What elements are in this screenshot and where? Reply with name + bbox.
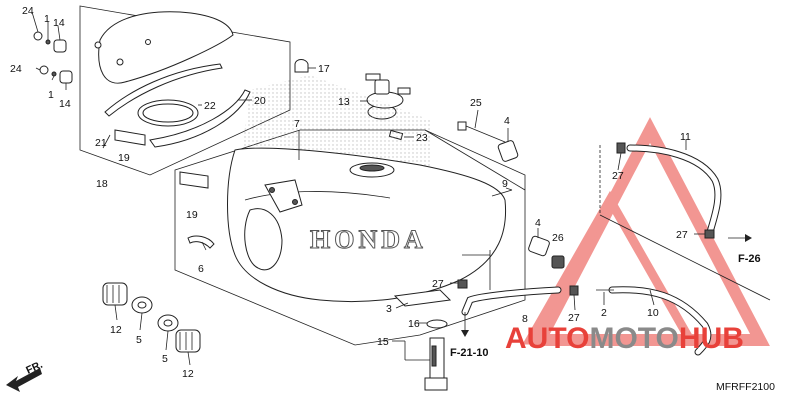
watermark-triangle — [522, 117, 770, 346]
label-27-d: 27 — [568, 312, 580, 324]
label-25: 25 — [470, 97, 482, 109]
gasket-ring-inner — [142, 103, 194, 123]
label-27-a: 27 — [612, 170, 624, 182]
label-1-upper: 1 — [44, 13, 50, 25]
pad-part-upper — [114, 129, 146, 146]
label-4-upper: 4 — [504, 115, 510, 127]
screw-set-lower — [39, 65, 73, 84]
watermark: AUTOMOTOHUB — [505, 322, 744, 355]
label-13: 13 — [338, 96, 350, 108]
ref-f26[interactable]: F-26 — [738, 253, 761, 265]
frame-guide-diagonal — [599, 214, 771, 301]
label-19-upper: 19 — [118, 152, 130, 164]
bracket-part — [491, 189, 513, 197]
label-18: 18 — [96, 178, 108, 190]
washer-left-hole — [137, 301, 147, 309]
label-14-upper: 14 — [53, 17, 65, 29]
label-2: 2 — [601, 307, 607, 319]
leader-lines — [31, 11, 745, 366]
f2110-arrow — [461, 330, 469, 337]
clip-part-c — [457, 279, 468, 289]
cover-group-box — [79, 5, 291, 176]
label-21: 21 — [95, 137, 107, 149]
label-8: 8 — [522, 313, 528, 325]
label-1-lower: 1 — [48, 89, 54, 101]
fuel-tank-part — [227, 75, 507, 303]
breather-hose-11 — [626, 144, 722, 236]
label-12-right: 12 — [182, 368, 194, 380]
label-15: 15 — [377, 336, 389, 348]
tank-box-diagonal — [424, 129, 526, 191]
label-27-b: 27 — [676, 229, 688, 241]
label-11: 11 — [680, 131, 691, 143]
label-3: 3 — [386, 303, 392, 315]
label-20: 20 — [254, 95, 266, 107]
label-17: 17 — [318, 63, 330, 75]
label-26: 26 — [552, 232, 564, 244]
watermark-auto: AUTO — [505, 322, 589, 355]
washer-right-hole — [163, 319, 173, 327]
clip-part-a — [616, 142, 626, 154]
floor-pad-part — [393, 289, 452, 307]
o-ring-part — [426, 319, 448, 329]
collar-part-lower — [528, 235, 550, 257]
label-16: 16 — [408, 318, 420, 330]
label-24-upper: 24 — [22, 5, 34, 17]
trim-strip-small-part — [104, 63, 223, 117]
label-24-lower: 24 — [10, 63, 22, 75]
cap-nut-part-right — [175, 329, 201, 353]
label-22: 22 — [204, 100, 216, 112]
screw-set-upper — [33, 31, 67, 53]
svg-text:AUTOMOTOHUB: AUTOMOTOHUB — [505, 322, 744, 355]
label-23: 23 — [416, 132, 428, 144]
collar-part-upper — [497, 140, 519, 162]
clip-part-d — [569, 285, 579, 296]
f26-arrow — [745, 234, 752, 242]
label-4-lower: 4 — [535, 217, 541, 229]
label-6: 6 — [198, 263, 204, 275]
cap-nut-part-left — [102, 282, 128, 306]
watermark-moto: MOTO — [589, 322, 678, 355]
label-9: 9 — [502, 178, 508, 190]
label-19-lower: 19 — [186, 209, 198, 221]
watermark-hub: HUB — [679, 322, 744, 355]
label-10: 10 — [647, 307, 659, 319]
label-27-c: 27 — [432, 278, 444, 290]
tank-cover-part — [94, 11, 234, 84]
label-5-right: 5 — [162, 353, 168, 365]
rubber-cap-part — [294, 59, 309, 73]
ref-f2110[interactable]: F-21-10 — [450, 347, 489, 359]
tank-brand-logo: HONDA — [310, 225, 427, 254]
label-7: 7 — [294, 118, 300, 130]
label-12-left: 12 — [110, 324, 122, 336]
front-direction-arrow — [6, 368, 42, 392]
fuel-hose-8 — [461, 286, 562, 316]
label-5-left: 5 — [136, 334, 142, 346]
hose-clip-part — [187, 235, 215, 249]
mount-bolt-part — [457, 121, 506, 143]
fuel-hose-10 — [608, 286, 712, 356]
pad-part-lower — [179, 171, 209, 189]
clip-part-b — [704, 229, 715, 239]
label-14-lower: 14 — [59, 98, 71, 110]
grommet-part — [551, 255, 565, 269]
part-labels: 24 1 14 24 1 14 17 22 20 13 21 19 18 7 2… — [10, 5, 691, 380]
diagram-code: MFRFF2100 — [716, 381, 775, 393]
fuel-pump-part — [424, 337, 448, 391]
